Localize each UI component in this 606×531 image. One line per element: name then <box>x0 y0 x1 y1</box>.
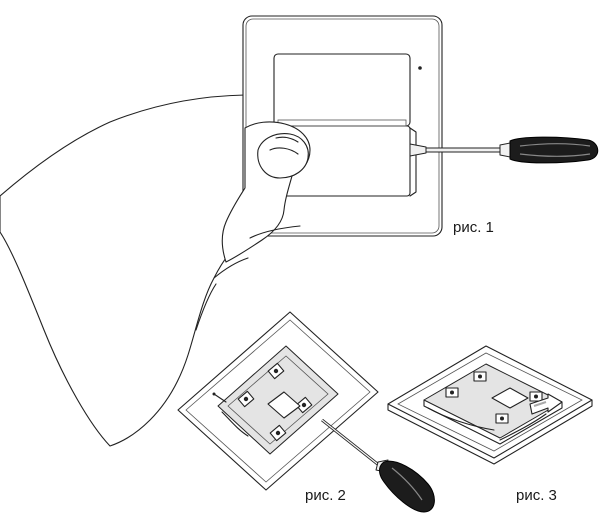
screwdriver-1 <box>409 136 599 164</box>
hand-outline <box>0 94 246 447</box>
screwdriver-2 <box>321 418 435 513</box>
figure-2-mechanism-unscrew <box>177 311 435 513</box>
figure-3-caption: рис. 3 <box>516 487 557 504</box>
figure-3-mechanism-lift <box>387 345 593 465</box>
lift-arrow <box>529 393 563 415</box>
figure-1-switch-removal <box>0 15 599 447</box>
indicator-dot <box>418 66 422 70</box>
figure-2-caption: рис. 2 <box>305 487 346 504</box>
thumb <box>257 133 309 179</box>
switch-key-top <box>273 53 411 127</box>
figure-1-caption: рис. 1 <box>453 219 494 236</box>
